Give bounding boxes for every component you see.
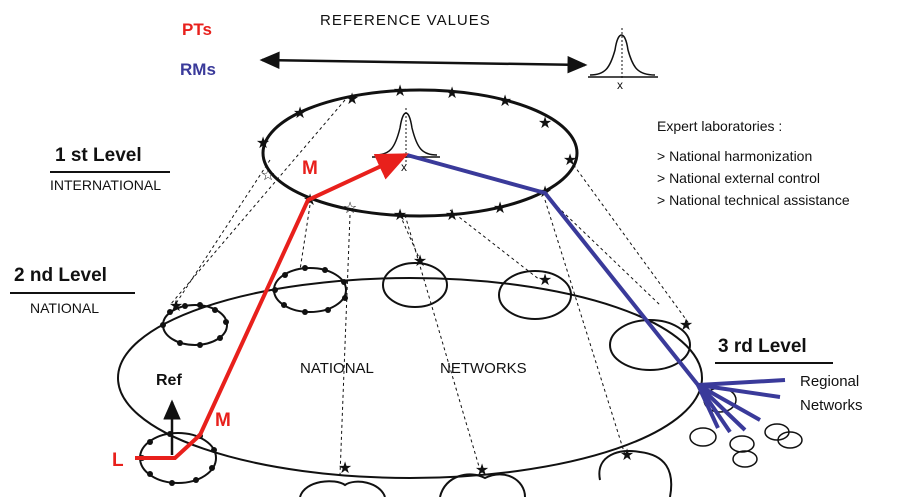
svg-text:★: ★ — [338, 458, 352, 477]
svg-text:★: ★ — [393, 81, 407, 100]
connector-lines — [169, 99, 691, 476]
expert-item: > National technical assistance — [657, 192, 850, 208]
level1-ellipse — [261, 88, 579, 218]
reference-arrow — [259, 51, 588, 74]
reference-gaussian — [588, 28, 658, 80]
level2-subtitle: NATIONAL — [30, 300, 99, 316]
ref-label: Ref — [156, 372, 182, 389]
rms-label: RMs — [180, 60, 216, 79]
networks-center-label: NETWORKS — [440, 360, 527, 377]
svg-text:★: ★ — [393, 205, 407, 224]
level2-underline — [10, 292, 135, 294]
svg-text:★: ★ — [475, 460, 489, 479]
svg-text:★: ★ — [563, 150, 577, 169]
expert-labs-title: Expert laboratories : — [657, 118, 783, 134]
level2-ellipse — [117, 277, 703, 479]
svg-text:★: ★ — [256, 133, 270, 152]
level1-title: 1 st Level — [55, 145, 142, 166]
networks-label: Networks — [800, 397, 863, 414]
level2-title: 2 nd Level — [14, 265, 107, 286]
pts-path — [135, 153, 409, 460]
m-label-bottom: M — [215, 410, 231, 431]
svg-text:★: ★ — [169, 296, 183, 315]
x-mark-center: x — [401, 160, 407, 174]
svg-text:★: ★ — [538, 270, 552, 289]
svg-text:★: ★ — [445, 83, 459, 102]
svg-text:☆: ☆ — [343, 198, 357, 217]
pts-label: PTs — [182, 20, 212, 39]
svg-text:★: ★ — [413, 251, 427, 270]
network-nodes — [160, 265, 348, 348]
x-mark-top: x — [617, 78, 623, 92]
svg-text:★: ★ — [498, 91, 512, 110]
center-gaussian — [372, 108, 440, 165]
svg-text:★: ★ — [620, 445, 634, 464]
regional-label: Regional — [800, 373, 860, 390]
level1-subtitle: INTERNATIONAL — [50, 177, 161, 193]
l-label: L — [112, 450, 124, 471]
level1-underline — [50, 171, 170, 173]
level1-stars: ★ ★ ★ ★ ★ ★ ★ ★ ★ ★ ★ ☆ ★ ☆ ★ — [256, 81, 577, 224]
rms-path — [406, 153, 786, 434]
svg-text:★: ★ — [445, 205, 459, 224]
level3-title: 3 rd Level — [718, 336, 807, 357]
m-label-top: M — [302, 158, 318, 179]
svg-text:★: ★ — [538, 113, 552, 132]
svg-text:☆: ☆ — [261, 165, 275, 184]
national-label: NATIONAL — [300, 360, 374, 377]
level2-stars: ★ ★ ★ ★ ★ ★ ★ — [169, 251, 693, 479]
bottom-networks — [299, 450, 673, 497]
svg-text:★: ★ — [293, 103, 307, 122]
expert-item: > National external control — [657, 170, 821, 186]
expert-item: > National harmonization — [657, 148, 813, 164]
svg-text:★: ★ — [679, 315, 693, 334]
svg-text:★: ★ — [493, 198, 507, 217]
svg-text:★: ★ — [345, 89, 359, 108]
level3-underline — [715, 362, 833, 364]
reference-values-label: REFERENCE VALUES — [320, 12, 491, 29]
